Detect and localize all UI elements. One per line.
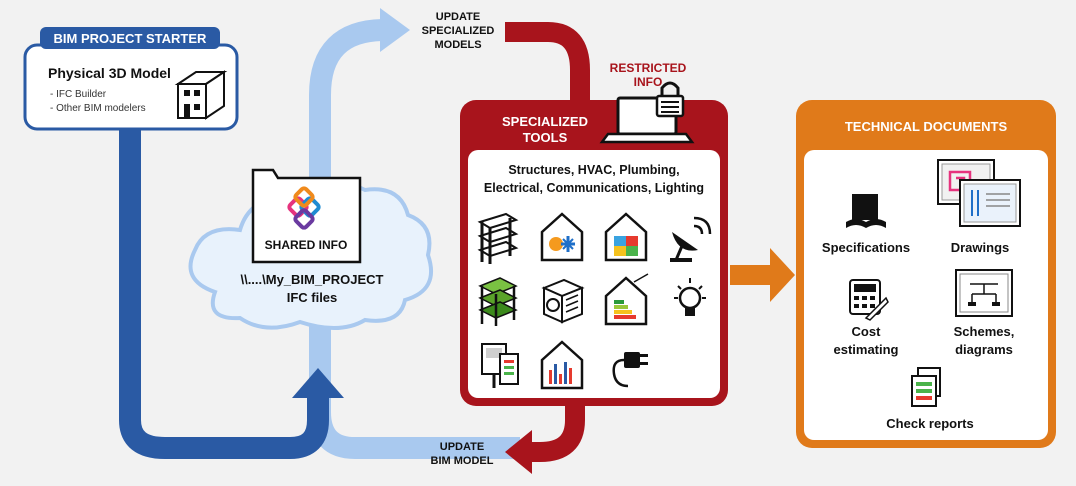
- power-plug-icon: [612, 352, 648, 388]
- shared-files: IFC files: [287, 290, 338, 305]
- red-update-bim-arrow: [530, 395, 585, 462]
- drawings-icon: [937, 159, 1021, 227]
- update-bim-label: UPDATE: [440, 441, 484, 453]
- update-specialized-label: UPDATE: [436, 11, 480, 23]
- satellite-dish-icon: [670, 216, 712, 262]
- energy-label-house-icon: [604, 273, 649, 326]
- restricted-label: RESTRICTED: [610, 61, 687, 75]
- orange-arrow-head: [770, 248, 795, 302]
- laptop-lock-icon: [599, 81, 695, 144]
- disciplines-line: Electrical, Communications, Lighting: [484, 181, 704, 195]
- starter-title: Physical 3D Model: [48, 65, 171, 81]
- red-update-specialized-arrow: [505, 22, 590, 110]
- update-specialized-label: SPECIALIZED: [422, 25, 495, 37]
- schemes-label: Schemes,: [954, 324, 1015, 339]
- bim-project-starter-box: BIM PROJECT STARTER Physical 3D Model - …: [23, 27, 239, 131]
- check-report-icon: [911, 367, 941, 407]
- specialized-header: SPECIALIZED: [502, 114, 588, 129]
- starter-header: BIM PROJECT STARTER: [54, 31, 207, 46]
- light-bulb-icon: [674, 278, 706, 316]
- shared-info-cloud: SHARED INFO \\....\My_BIM_PROJECT IFC fi…: [188, 168, 434, 331]
- floorplan-house-icon: [604, 212, 648, 262]
- specialized-tools-box: SPECIALIZED TOOLS RESTRICTED INFO Struct…: [460, 61, 728, 406]
- orange-arrow-shaft: [730, 265, 772, 285]
- starter-item: - Other BIM modelers: [50, 103, 146, 114]
- hvac-unit-icon: [541, 278, 585, 324]
- building-model-icon: [478, 277, 518, 326]
- book-icon: [846, 194, 886, 228]
- physical-model-house-icon: [174, 70, 228, 120]
- structure-frame-icon: [477, 212, 519, 264]
- technical-header: TECHNICAL DOCUMENTS: [845, 119, 1008, 134]
- cost-label: Cost: [852, 324, 882, 339]
- update-specialized-label: MODELS: [434, 39, 481, 51]
- cost-label: estimating: [833, 342, 898, 357]
- shared-info-folder-icon: SHARED INFO: [251, 168, 362, 264]
- sensor-panel-icon: [481, 343, 519, 388]
- heating-cooling-house-icon: [540, 212, 584, 262]
- shared-path: \\....\My_BIM_PROJECT: [240, 272, 383, 287]
- dark-blue-arrow-head: [292, 368, 344, 398]
- technical-documents-box: TECHNICAL DOCUMENTS Specifications Drawi…: [796, 100, 1056, 448]
- specifications-label: Specifications: [822, 240, 910, 255]
- starter-item: - IFC Builder: [50, 89, 107, 100]
- check-reports-label: Check reports: [886, 416, 973, 431]
- folder-label: SHARED INFO: [265, 238, 348, 252]
- energy-chart-house-icon: [540, 340, 584, 390]
- light-blue-arrow-head: [380, 8, 410, 52]
- red-arrow-head: [505, 430, 532, 474]
- ifc-logo-icon: [287, 186, 321, 230]
- specialized-header: TOOLS: [523, 130, 568, 145]
- light-blue-return-arrow: [309, 19, 520, 459]
- disciplines-line: Structures, HVAC, Plumbing,: [508, 163, 679, 177]
- schemes-label: diagrams: [955, 342, 1013, 357]
- calculator-icon: [849, 279, 889, 321]
- update-bim-label: BIM MODEL: [431, 455, 494, 467]
- restricted-label: INFO: [634, 75, 663, 89]
- schematic-diagram-icon: [955, 269, 1013, 317]
- dark-blue-flow-arrow: [119, 120, 329, 459]
- drawings-label: Drawings: [951, 240, 1010, 255]
